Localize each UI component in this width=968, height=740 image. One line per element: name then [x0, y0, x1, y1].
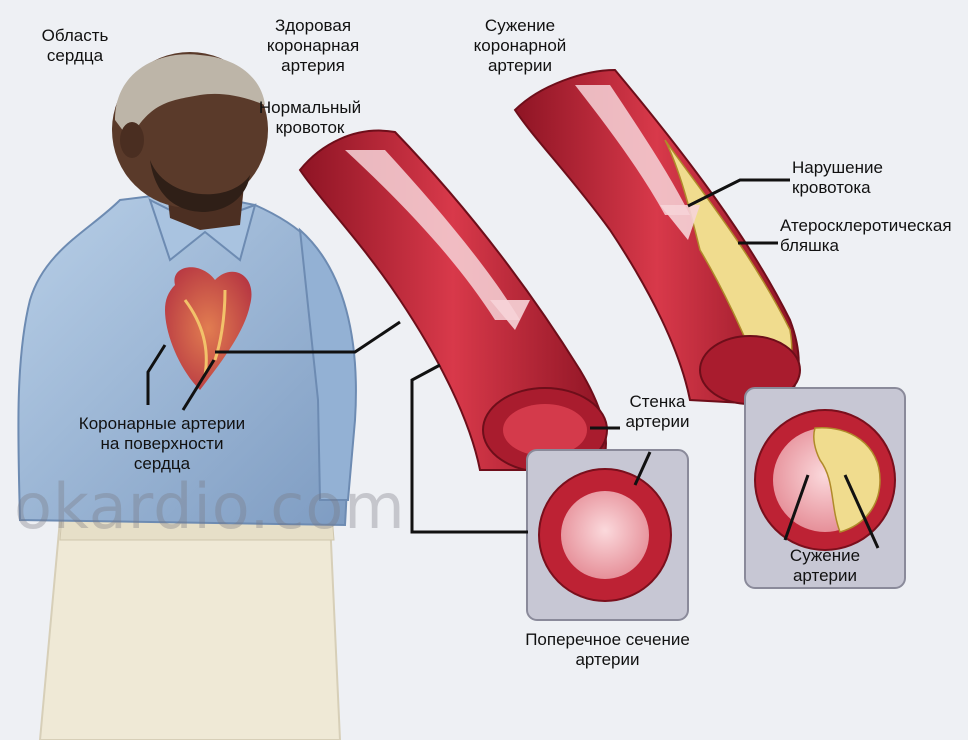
coronary-vessels	[183, 289, 227, 376]
heart	[165, 267, 252, 390]
healthy-lumen	[561, 491, 649, 579]
hair	[115, 54, 265, 140]
leader-coronary-left	[146, 344, 167, 405]
label-artery-narrowing: Сужение артерии	[789, 546, 861, 585]
arm-right	[298, 227, 357, 501]
label-plaque: Атеросклеротическая бляшка	[780, 216, 952, 255]
label-cross-section: Поперечное сечение артерии	[525, 630, 690, 669]
label-healthy-artery: Здоровая коронарная артерия	[266, 16, 360, 75]
narrowed-artery	[513, 68, 801, 407]
man-figure	[17, 52, 357, 740]
beard	[150, 160, 250, 212]
label-heart-area: Область сердца	[41, 26, 109, 65]
leader-narrowing-right	[843, 474, 880, 549]
healthy-cross-section	[526, 449, 689, 621]
label-normal-flow: Нормальный кровоток	[258, 98, 362, 137]
label-artery-wall: Стенка артерии	[625, 392, 690, 431]
narrowed-flow	[575, 85, 690, 215]
healthy-artery-flow	[345, 150, 520, 320]
leader-wall-ring	[633, 451, 652, 486]
leader-flow-disruption	[687, 178, 790, 208]
label-narrowing-coronary: Сужение коронарной артерии	[473, 16, 567, 75]
healthy-artery	[298, 129, 608, 473]
ear	[120, 122, 144, 158]
pants	[38, 519, 342, 740]
leader-lines	[146, 178, 880, 549]
leader-cross-section	[410, 363, 528, 534]
watermark: okardio.com	[14, 470, 406, 543]
leader-heart-to-artery	[215, 320, 401, 354]
healthy-artery-lumen-end	[503, 404, 587, 456]
leader-narrowing-left	[783, 474, 810, 541]
narrowed-flow-arrow	[660, 205, 700, 240]
leader-coronary-right	[181, 359, 216, 411]
label-coronary-on-surface: Коронарные артерии на поверхности сердца	[78, 414, 246, 473]
label-flow-disruption: Нарушение кровотока	[792, 158, 883, 197]
flow-arrow	[490, 300, 530, 330]
